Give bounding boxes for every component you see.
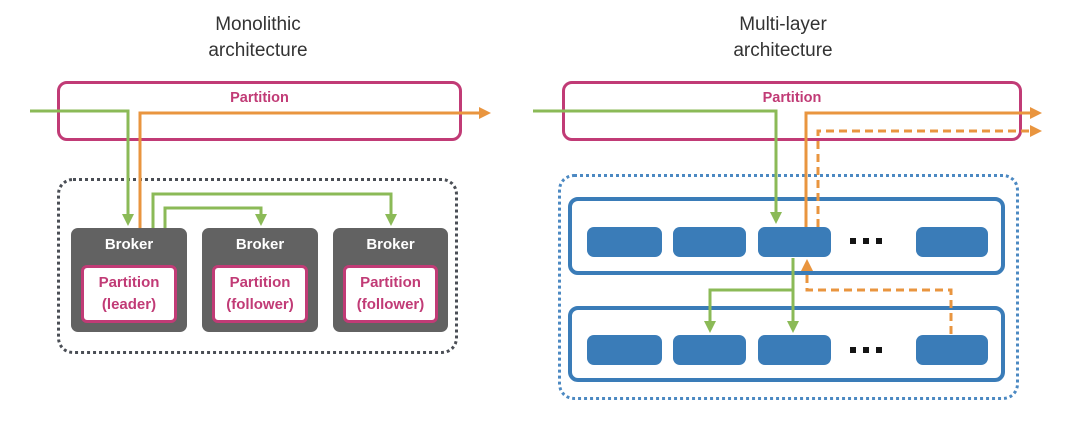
partition-follower2-line2: (follower) (356, 296, 425, 313)
layer2-cell-1 (587, 335, 662, 365)
broker-label: Broker (235, 236, 285, 253)
multilayer-title: Multi-layer architecture (673, 12, 893, 64)
partition-follower1-line1: Partition (229, 274, 291, 291)
partition-follower1-line2: (follower) (226, 296, 294, 313)
layer1-cell-4 (916, 227, 988, 257)
broker-box-leader: Broker Partition (leader) (71, 228, 187, 332)
layer1-cell-3 (758, 227, 831, 257)
monolithic-panel: Monolithic architecture Partition Broker… (57, 12, 462, 354)
partition-leader-line1: Partition (98, 274, 160, 291)
broker-label: Broker (104, 236, 154, 253)
multilayer-panel: Multi-layer architecture Partition (540, 0, 1080, 427)
partition-topic-label-left: Partition (230, 90, 289, 106)
monolithic-title-line2: architecture (208, 40, 308, 61)
layer2-cell-2 (673, 335, 746, 365)
partition-follower2-line1: Partition (360, 274, 421, 291)
partition-topic-label-right: Partition (762, 90, 822, 106)
layer2-cell-3 (758, 335, 831, 365)
multilayer-title-line2: architecture (733, 40, 833, 61)
multilayer-title-line1: Multi-layer (739, 14, 827, 35)
tiered-cluster-dotted-box (558, 174, 1019, 400)
ellipsis-icon (850, 347, 882, 353)
partition-follower-box-1: Partition (follower) (212, 265, 308, 323)
monolithic-title: Monolithic architecture (148, 12, 368, 64)
partition-leader-line2: (leader) (101, 296, 157, 313)
layer1-cell-1 (587, 227, 662, 257)
ellipsis-icon (850, 238, 882, 244)
partition-leader-box: Partition (leader) (81, 265, 177, 323)
broker-box-follower-1: Broker Partition (follower) (202, 228, 318, 332)
partition-follower-box-2: Partition (follower) (343, 265, 438, 323)
partition-topic-box-right: Partition (562, 81, 1022, 141)
broker-box-follower-2: Broker Partition (follower) (333, 228, 448, 332)
layer1-cell-2 (673, 227, 746, 257)
monolithic-title-line1: Monolithic (215, 14, 301, 35)
broker-label: Broker (366, 236, 415, 253)
layer2-cell-4 (916, 335, 988, 365)
partition-topic-box-left: Partition (57, 81, 462, 141)
